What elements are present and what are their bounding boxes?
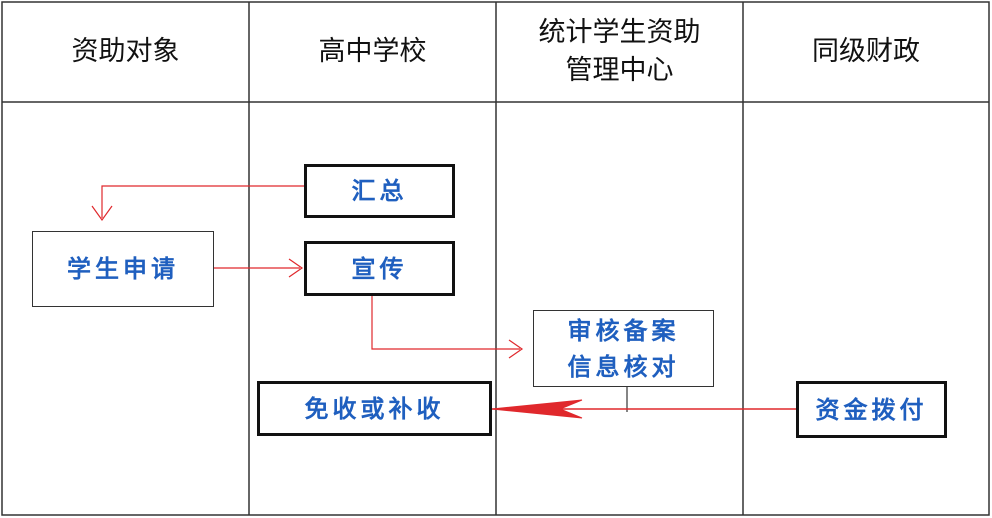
- arrowhead-shenqing-to-xuanchuan: [288, 258, 304, 278]
- node-zijin-bofu: 资金拨付: [796, 381, 947, 438]
- arrowhead-bofu-to-mianshou: [491, 399, 583, 419]
- lane-header-zizhu-guanli-zhongxin: 统计学生资助 管理中心: [496, 2, 743, 102]
- connector-huizong-to-shenqing: [101, 185, 304, 218]
- arrowhead-huizong-to-shenqing: [91, 205, 113, 222]
- lane-header-label-line2: 管理中心: [565, 55, 674, 86]
- lane-header-label: 同级财政: [812, 36, 920, 67]
- node-mianshou-huo-bushou: 免收或补收: [257, 381, 492, 436]
- node-label: 免收或补收: [304, 393, 445, 423]
- arrowhead-xuanchuan-to-shenhe: [508, 339, 524, 359]
- node-huizong: 汇总: [304, 164, 455, 218]
- lane-header-zizhu-duixiang: 资助对象: [2, 2, 249, 102]
- node-xuanchuan: 宣传: [304, 241, 455, 296]
- node-label: 汇总: [351, 176, 408, 205]
- node-label-line1: 审核备案: [567, 315, 680, 345]
- node-label-line2: 信息核对: [567, 351, 680, 381]
- node-label: 学生申请: [67, 254, 179, 283]
- lane-header-label: 统计学生资助: [538, 17, 701, 48]
- lane-header-tongji-caizheng: 同级财政: [743, 2, 989, 102]
- connector-xuanchuan-to-shenhe: [371, 296, 520, 350]
- node-label: 资金拨付: [815, 394, 928, 424]
- node-label: 宣传: [351, 253, 408, 283]
- lane-header-gaozhong-xuexiao: 高中学校: [249, 2, 496, 102]
- node-shenhe-beian: 审核备案 信息核对: [533, 310, 714, 387]
- node-xuesheng-shenqing: 学生申请: [32, 231, 214, 307]
- lane-header-label: 资助对象: [71, 36, 180, 67]
- lane-header-label: 高中学校: [318, 36, 427, 67]
